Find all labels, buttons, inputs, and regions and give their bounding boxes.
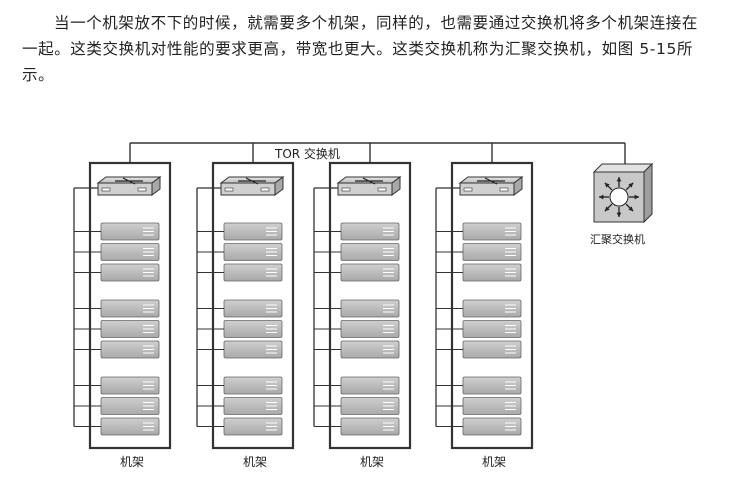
server-unit: [223, 243, 283, 261]
server-unit: [340, 299, 400, 318]
server-unit: [462, 417, 522, 436]
tor-switch: [336, 176, 402, 196]
server-unit: [462, 222, 522, 241]
tor-switch-side: [151, 176, 161, 196]
rack: 机架: [435, 161, 534, 469]
server-unit: [462, 376, 522, 395]
tor-switch: [219, 176, 285, 196]
server-unit: [340, 340, 400, 359]
server-unit: [340, 376, 400, 395]
switch-port: [463, 187, 473, 192]
uplink-lines: [129, 142, 626, 164]
server-unit: [100, 243, 160, 261]
switch-arrows-icon: [477, 177, 505, 185]
tor-switch-label: TOR 交换机: [274, 146, 340, 161]
switch-port: [377, 187, 387, 192]
server-unit: [223, 320, 283, 338]
aggregation-arrowhead-icon: [604, 182, 610, 188]
tor-switch-top: [458, 176, 524, 184]
server-unit: [100, 299, 160, 318]
server-unit: [100, 397, 160, 415]
aggregation-arrowhead-icon: [628, 206, 634, 212]
server-unit: [223, 263, 283, 282]
server-unit: [100, 417, 160, 436]
aggregation-arrowhead-icon: [616, 177, 622, 182]
server-unit: [340, 417, 400, 436]
server-unit: [223, 222, 283, 241]
server-unit: [462, 243, 522, 261]
server-unit: [100, 376, 160, 395]
server-unit: [100, 222, 160, 241]
tor-switch-top: [336, 176, 402, 184]
server-unit: [462, 320, 522, 338]
tor-switch-top: [96, 176, 162, 184]
body-paragraph: 当一个机架放不下的时候，就需要多个机架，同样的，也需要通过交换机将多个机架连接在…: [22, 10, 712, 88]
server-unit: [223, 340, 283, 359]
server-unit: [462, 263, 522, 282]
server-unit: [462, 340, 522, 359]
aggregation-arrowhead-icon: [604, 206, 610, 212]
aggregation-core-icon: [609, 187, 629, 207]
paragraph-text: 当一个机架放不下的时候，就需要多个机架，同样的，也需要通过交换机将多个机架连接在…: [22, 14, 699, 84]
tor-switch-top: [219, 176, 285, 184]
aggregation-switch: 汇聚交换机: [590, 162, 654, 246]
server-unit: [340, 320, 400, 338]
switch-port: [499, 187, 509, 192]
rack-label: 机架: [120, 455, 144, 469]
aggregation-switch-side: [643, 162, 653, 224]
switch-port: [260, 187, 270, 192]
switch-port: [101, 187, 111, 192]
tor-switch: [458, 176, 524, 196]
server-unit: [223, 417, 283, 436]
rack-label: 机架: [243, 455, 267, 469]
aggregation-arrowhead-icon: [599, 194, 604, 200]
server-unit: [462, 299, 522, 318]
aggregation-arrowhead-icon: [628, 182, 634, 188]
server-unit: [340, 222, 400, 241]
server-unit: [100, 263, 160, 282]
switch-arrows-icon: [355, 177, 383, 185]
switch-port: [137, 187, 147, 192]
rack: 机架: [313, 161, 412, 469]
rack: 机架: [196, 161, 295, 469]
server-unit: [462, 397, 522, 415]
aggregation-switch-top: [592, 163, 654, 173]
server-unit: [223, 299, 283, 318]
rack: 机架: [73, 161, 172, 469]
aggregation-arrowhead-icon: [634, 194, 639, 200]
aggregation-switch-label: 汇聚交换机: [590, 232, 645, 246]
server-unit: [340, 263, 400, 282]
tor-switch-side: [274, 176, 284, 196]
server-unit: [340, 397, 400, 415]
switch-arrows-icon: [115, 177, 143, 185]
server-unit: [100, 340, 160, 359]
tor-switch-side: [513, 176, 523, 196]
tor-switch: [96, 176, 162, 196]
rack-group: 机架 机架 机架 机架: [73, 161, 534, 469]
rack-label: 机架: [482, 455, 506, 469]
switch-arrows-icon: [238, 177, 266, 185]
aggregation-arrowhead-icon: [616, 212, 622, 217]
tor-switch-side: [391, 176, 401, 196]
rack-label: 机架: [360, 455, 384, 469]
switch-port: [224, 187, 234, 192]
server-unit: [223, 397, 283, 415]
server-unit: [340, 243, 400, 261]
server-unit: [223, 376, 283, 395]
server-unit: [100, 320, 160, 338]
switch-port: [341, 187, 351, 192]
